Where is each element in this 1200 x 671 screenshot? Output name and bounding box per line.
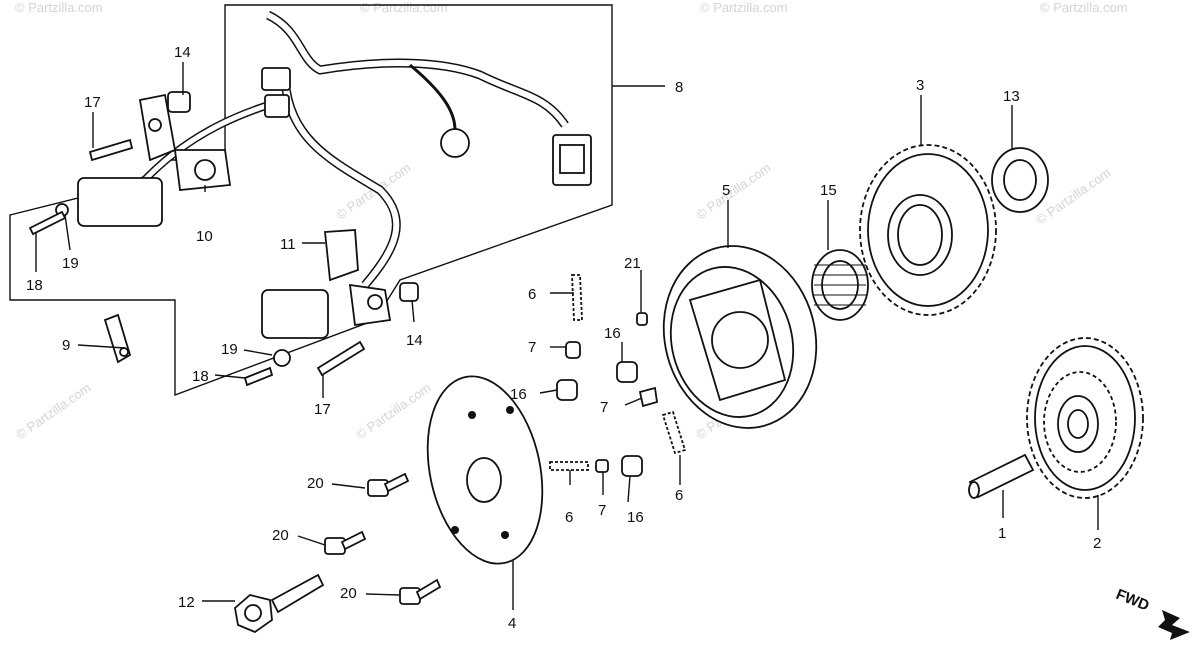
pulse-generator-lower [243,229,419,387]
callout-13: 13 [1003,88,1020,105]
thrust-washer [991,147,1049,213]
watermark: © Partzilla.com [693,160,773,223]
callout-11: 11 [280,236,296,253]
springs-plungers-rollers [549,274,687,477]
callout-7: 7 [600,399,608,416]
callout-14: 14 [406,332,423,349]
needle-bearing [811,249,869,321]
callout-19: 19 [62,255,79,272]
watermark: © Partzilla.com [700,0,788,15]
callout-19: 19 [221,341,238,358]
callout-6: 6 [675,487,683,504]
callout-2: 2 [1093,535,1101,552]
bolts-20 [324,472,442,605]
callout-6: 6 [565,509,573,526]
callout-labels: 1 2 3 4 5 6 6 6 7 7 7 8 9 10 11 12 13 14… [26,44,1101,632]
callout-6: 6 [528,286,536,303]
callout-3: 3 [916,77,924,94]
collar-14-upper [167,91,191,113]
wiring-harness [137,10,592,288]
callout-1: 1 [998,525,1006,542]
screw-18-upper [28,210,67,236]
watermark: © Partzilla.com [1040,0,1128,15]
callout-7: 7 [528,339,536,356]
callout-5: 5 [722,182,730,199]
callout-17: 17 [314,401,331,418]
callout-14: 14 [174,44,191,61]
starter-clutch-outer [662,245,818,429]
callout-20: 20 [340,585,357,602]
pulse-generator-upper [28,91,232,236]
starter-driven-gear [859,144,997,316]
callout-18: 18 [26,277,43,294]
callout-20: 20 [272,527,289,544]
callout-15: 15 [820,182,837,199]
screw-18-lower [243,366,274,387]
callout-9: 9 [62,337,70,354]
fwd-arrow: FWD [1114,586,1190,640]
callout-21: 21 [624,255,641,272]
callout-16: 16 [510,386,527,403]
callout-8: 8 [675,79,683,96]
callout-17: 17 [84,94,101,111]
collar-14-lower [399,282,419,302]
one-way-clutch-plate [426,375,544,565]
fwd-label: FWD [1114,586,1152,615]
callout-12: 12 [178,594,195,611]
callout-10: 10 [196,228,213,245]
watermark: © Partzilla.com [360,0,448,15]
watermark: © Partzilla.com [13,380,93,443]
watermark: © Partzilla.com [15,0,103,15]
flange-bolt [234,573,325,634]
callout-16: 16 [604,325,621,342]
leader-lines [35,62,1099,610]
callout-18: 18 [192,368,209,385]
watermark: © Partzilla.com [353,380,433,443]
callout-20: 20 [307,475,324,492]
callout-4: 4 [508,615,516,632]
bolt-17-upper [88,138,134,162]
callout-7: 7 [598,502,606,519]
starter-idle-gear [1026,337,1144,499]
bolt-17-lower [316,340,366,377]
callout-16: 16 [627,509,644,526]
washer-19-lower [273,349,291,367]
